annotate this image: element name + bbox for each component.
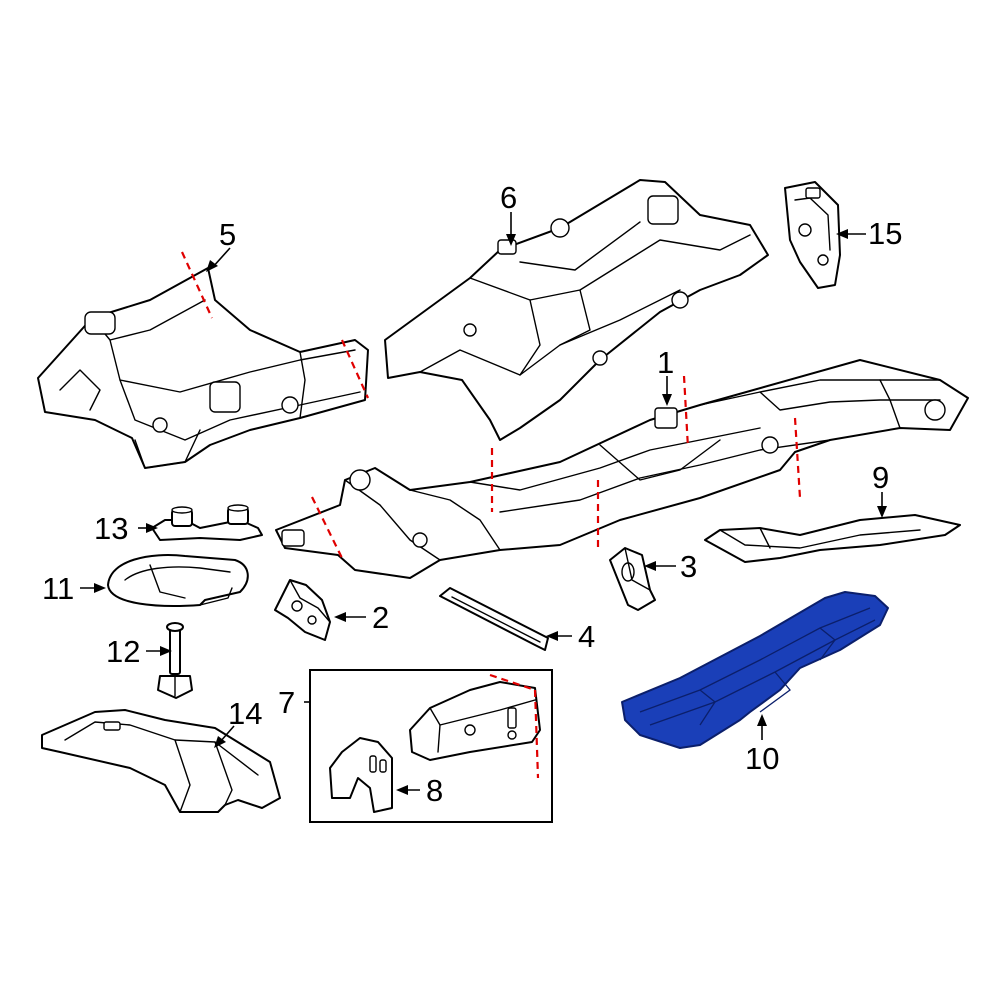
callout-13: 13 [94,511,128,546]
cut-line-1d [682,375,690,449]
callout-6: 6 [500,180,517,215]
cut-line-7b [533,689,540,779]
part-13-body-mounts[interactable] [151,504,263,541]
inset-box-7 [309,669,553,823]
part-3-mount[interactable] [609,547,656,611]
callout-8: 8 [426,773,443,808]
part-14-support[interactable] [41,709,281,813]
part-12-bolt[interactable] [157,622,193,699]
callout-9: 9 [872,460,889,495]
part-6-rear-frame-section[interactable] [384,179,769,441]
callout-15: 15 [868,216,902,251]
cut-line-1e [793,417,802,499]
part-11-crossmember[interactable] [107,554,249,607]
callout-11: 11 [42,571,74,606]
part-4-crossbar[interactable] [439,587,549,651]
part-2-bracket[interactable] [274,579,331,641]
callout-12: 12 [106,634,140,669]
part-5-front-frame-section[interactable] [37,267,369,469]
part-7-rail-extension[interactable] [409,681,541,761]
leader-lines [80,212,887,795]
callout-3: 3 [680,549,697,584]
callout-4: 4 [578,619,595,654]
part-1-main-frame[interactable] [275,359,969,579]
part-8-bracket[interactable] [329,737,393,813]
part-9-shield[interactable] [704,514,961,563]
callout-1: 1 [657,345,674,380]
part-15-bracket[interactable] [784,181,841,289]
callout-5: 5 [219,217,236,252]
part-10-skid-plate-highlighted[interactable] [621,591,889,749]
cut-line-7a [489,673,536,692]
callout-14: 14 [228,696,262,731]
cut-line-5a [180,251,214,319]
cut-line-5b [340,339,370,399]
callout-10: 10 [745,741,779,776]
callout-2: 2 [372,600,389,635]
callout-7: 7 [278,685,295,720]
